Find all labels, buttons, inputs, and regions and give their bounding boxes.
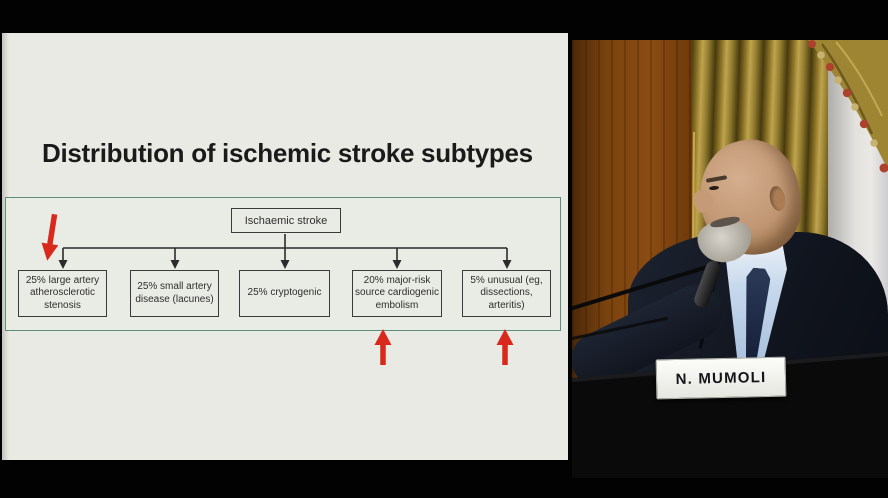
presentation-slide: Distribution of ischemic stroke subtypes…: [2, 33, 568, 460]
red-arrow-down-icon: [41, 213, 59, 261]
slide-title: Distribution of ischemic stroke subtypes: [42, 138, 533, 168]
speaker-video-panel: N. MUMOLI: [572, 40, 888, 478]
flowchart-connector-lines: [58, 234, 512, 269]
flowchart-root-node: Ischaemic stroke: [231, 208, 341, 233]
flowchart-node-unusual: 5% unusual (eg, dissections, arteritis): [462, 270, 551, 317]
flowchart-node-large-artery: 25% large artery atherosclerotic stenosi…: [18, 270, 107, 317]
red-arrow-up-icon: [374, 329, 392, 365]
flowchart-node-cardiogenic: 20% major-risk source cardiogenic emboli…: [352, 270, 442, 317]
red-arrow-up-icon: [496, 329, 514, 365]
flowchart-container: Ischaemic stroke 25% large artery athero…: [5, 197, 561, 331]
flowchart-node-cryptogenic: 25% cryptogenic: [239, 270, 330, 317]
speaker-nameplate: N. MUMOLI: [655, 356, 787, 400]
flowchart-node-small-artery: 25% small artery disease (lacunes): [130, 270, 219, 317]
